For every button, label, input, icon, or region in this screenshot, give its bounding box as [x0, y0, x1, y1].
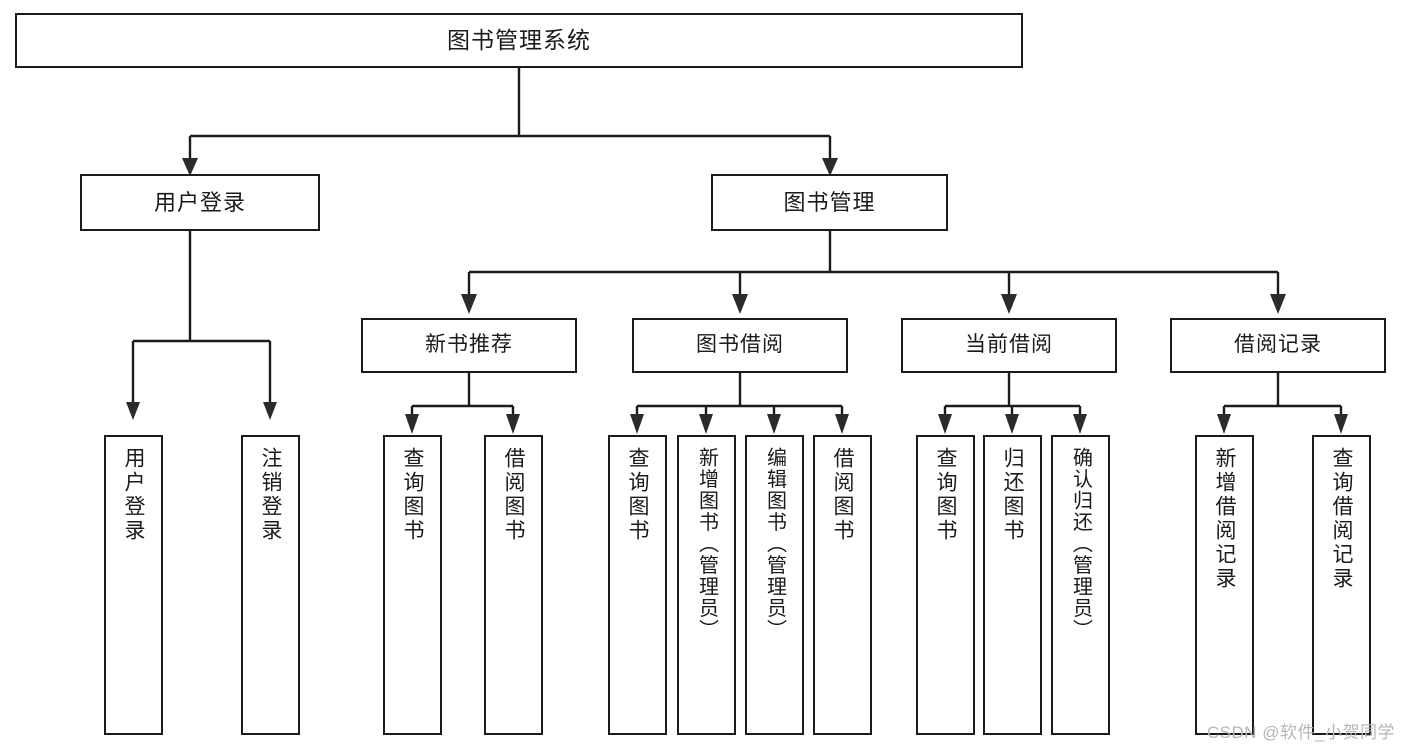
watermark: CSDN @软件_小贺同学 — [1206, 723, 1395, 742]
node-user-login[interactable]: 用户登录 — [80, 174, 320, 231]
arrowhead-newbook — [461, 294, 477, 314]
arrowhead-br-leaf2 — [1334, 414, 1348, 434]
node-label: 图书管理 — [783, 189, 876, 215]
arrowhead-borrowrecord — [1270, 294, 1286, 314]
arrowhead-logout-leaf — [263, 402, 277, 420]
node-label: 查询图书 — [934, 447, 957, 543]
arrowhead-nb-leaf2 — [506, 414, 520, 434]
arrowhead-currentborrow — [1001, 294, 1017, 314]
arrowhead-bookborrow — [732, 294, 748, 314]
node-label: 图书管理系统 — [447, 27, 591, 54]
leaf-query-borrow-record[interactable]: 查询借阅记录 — [1312, 435, 1371, 735]
leaf-borrow-book-recommend[interactable]: 借阅图书 — [484, 435, 543, 735]
node-label: 借阅记录 — [1234, 333, 1322, 357]
arrowhead-bb-leaf1 — [630, 414, 644, 434]
leaf-add-book-admin[interactable]: 新增图书（管理员） — [677, 435, 736, 735]
node-label: 借阅图书 — [831, 447, 854, 543]
node-new-book-recommend[interactable]: 新书推荐 — [361, 318, 577, 373]
arrowhead-user-login-leaf — [126, 402, 140, 420]
node-current-borrow[interactable]: 当前借阅 — [901, 318, 1117, 373]
arrowhead-nb-leaf1 — [405, 414, 419, 434]
node-label: 用户登录 — [153, 189, 246, 215]
leaf-user-login[interactable]: 用户登录 — [104, 435, 163, 735]
arrowhead-bb-leaf3 — [767, 414, 781, 434]
node-label: 编辑图书（管理员） — [763, 447, 786, 641]
leaf-edit-book-admin[interactable]: 编辑图书（管理员） — [745, 435, 804, 735]
node-label: 注销登录 — [259, 447, 282, 543]
node-label: 图书借阅 — [696, 333, 784, 357]
leaf-confirm-return-admin[interactable]: 确认归还（管理员） — [1051, 435, 1110, 735]
arrowhead-cb-leaf2 — [1005, 414, 1019, 434]
leaf-query-book-recommend[interactable]: 查询图书 — [383, 435, 442, 735]
arrowhead-cb-leaf1 — [938, 414, 952, 434]
node-borrow-record[interactable]: 借阅记录 — [1170, 318, 1386, 373]
leaf-logout[interactable]: 注销登录 — [241, 435, 300, 735]
leaf-return-book[interactable]: 归还图书 — [983, 435, 1042, 735]
node-label: 当前借阅 — [965, 333, 1053, 357]
leaf-query-book-current[interactable]: 查询图书 — [916, 435, 975, 735]
node-label: 查询借阅记录 — [1330, 447, 1353, 591]
node-label: 借阅图书 — [502, 447, 525, 543]
leaf-borrow-book[interactable]: 借阅图书 — [813, 435, 872, 735]
node-label: 查询图书 — [626, 447, 649, 543]
node-label: 归还图书 — [1001, 447, 1024, 543]
node-book-borrow[interactable]: 图书借阅 — [632, 318, 848, 373]
arrowhead-bb-leaf4 — [835, 414, 849, 434]
node-label: 用户登录 — [122, 447, 145, 543]
node-label: 新增借阅记录 — [1213, 447, 1236, 591]
arrowhead-cb-leaf3 — [1073, 414, 1087, 434]
node-label: 查询图书 — [401, 447, 424, 543]
node-label: 新书推荐 — [425, 333, 513, 357]
node-label: 确认归还（管理员） — [1069, 447, 1092, 641]
node-label: 新增图书（管理员） — [695, 447, 718, 641]
arrowhead-bb-leaf2 — [699, 414, 713, 434]
leaf-query-book-borrow[interactable]: 查询图书 — [608, 435, 667, 735]
node-book-management-system[interactable]: 图书管理系统 — [15, 13, 1023, 68]
node-book-management[interactable]: 图书管理 — [711, 174, 948, 231]
arrowhead-br-leaf1 — [1217, 414, 1231, 434]
leaf-add-borrow-record[interactable]: 新增借阅记录 — [1195, 435, 1254, 735]
